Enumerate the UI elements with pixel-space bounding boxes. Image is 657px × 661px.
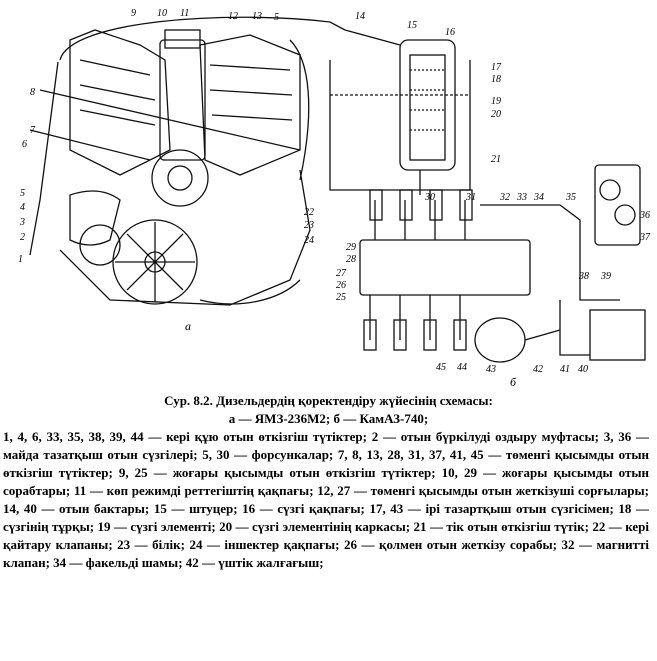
label-42: 42 xyxy=(533,364,543,375)
sublabel-b: б xyxy=(510,375,517,389)
pump-drive xyxy=(151,149,209,207)
cylinder-bank-right xyxy=(199,34,301,176)
label-33: 33 xyxy=(516,192,527,203)
label-29: 29 xyxy=(346,242,356,253)
label-9: 9 xyxy=(131,8,136,19)
label-43: 43 xyxy=(486,364,496,375)
label-21: 21 xyxy=(491,154,501,165)
sublabel-a: а xyxy=(185,319,191,333)
fuel-system-diagram: 9 10 11 12 13 5 14 15 16 17 18 19 20 21 … xyxy=(18,8,651,389)
fine-filter-36 xyxy=(594,164,641,246)
figure-illustration: 9 10 11 12 13 5 14 15 16 17 18 19 20 21 … xyxy=(18,8,651,389)
label-39: 39 xyxy=(600,271,611,282)
fan xyxy=(112,219,198,305)
label-6: 6 xyxy=(22,139,27,150)
label-24: 24 xyxy=(304,235,314,246)
label-26: 26 xyxy=(336,280,346,291)
label-41: 41 xyxy=(560,364,570,375)
label-32: 32 xyxy=(499,192,510,203)
label-14: 14 xyxy=(355,11,365,22)
label-30: 30 xyxy=(424,192,435,203)
coarse-filter-17 xyxy=(399,39,456,171)
label-2: 2 xyxy=(20,232,25,243)
label-20: 20 xyxy=(491,109,501,120)
label-5-top: 5 xyxy=(274,12,279,23)
fuel-line-mid xyxy=(39,89,301,151)
label-7: 7 xyxy=(30,125,36,136)
caption-legend: 1, 4, 6, 33, 35, 38, 39, 44 — кері құю о… xyxy=(3,429,649,570)
return-line-b xyxy=(480,204,620,301)
label-36: 36 xyxy=(639,210,650,221)
label-15: 15 xyxy=(407,20,417,31)
cylinder-bank-left xyxy=(69,29,171,176)
fuel-tank-40 xyxy=(589,309,646,361)
label-38: 38 xyxy=(578,271,589,282)
label-18: 18 xyxy=(491,74,501,85)
coarse-filter-43 xyxy=(474,317,526,363)
label-31: 31 xyxy=(465,192,476,203)
figure-caption: Сур. 8.2. Дизельдердің қоректендіру жүйе… xyxy=(0,392,657,661)
label-12: 12 xyxy=(228,11,238,22)
label-1: 1 xyxy=(18,254,23,265)
label-27: 27 xyxy=(336,268,347,279)
fine-filter-a xyxy=(69,190,121,246)
caption-title-line2: а — ЯМЗ-236М2; б — КамАЗ-740; xyxy=(228,411,429,426)
label-22: 22 xyxy=(304,207,314,218)
fuel-line-top xyxy=(59,16,346,61)
fuel-line-left xyxy=(29,61,59,256)
label-3: 3 xyxy=(19,217,25,228)
label-25: 25 xyxy=(336,292,346,303)
label-11: 11 xyxy=(180,8,189,19)
crankcase-outline xyxy=(59,169,311,306)
label-28: 28 xyxy=(346,254,356,265)
label-4: 4 xyxy=(20,202,25,213)
label-10: 10 xyxy=(157,8,167,19)
label-37: 37 xyxy=(639,232,651,243)
label-45: 45 xyxy=(436,362,446,373)
label-8: 8 xyxy=(30,87,35,98)
label-16: 16 xyxy=(445,27,455,38)
label-34: 34 xyxy=(533,192,544,203)
label-35: 35 xyxy=(565,192,576,203)
high-pressure-pump-b xyxy=(359,239,531,296)
label-13: 13 xyxy=(252,11,262,22)
label-17: 17 xyxy=(491,62,502,73)
label-44: 44 xyxy=(457,362,467,373)
label-23: 23 xyxy=(304,220,314,231)
label-19: 19 xyxy=(491,96,501,107)
caption-title-line1: Сур. 8.2. Дизельдердің қоректендіру жүйе… xyxy=(164,393,493,408)
label-5: 5 xyxy=(20,188,25,199)
label-40: 40 xyxy=(578,364,588,375)
high-pressure-pump-a xyxy=(159,39,206,161)
